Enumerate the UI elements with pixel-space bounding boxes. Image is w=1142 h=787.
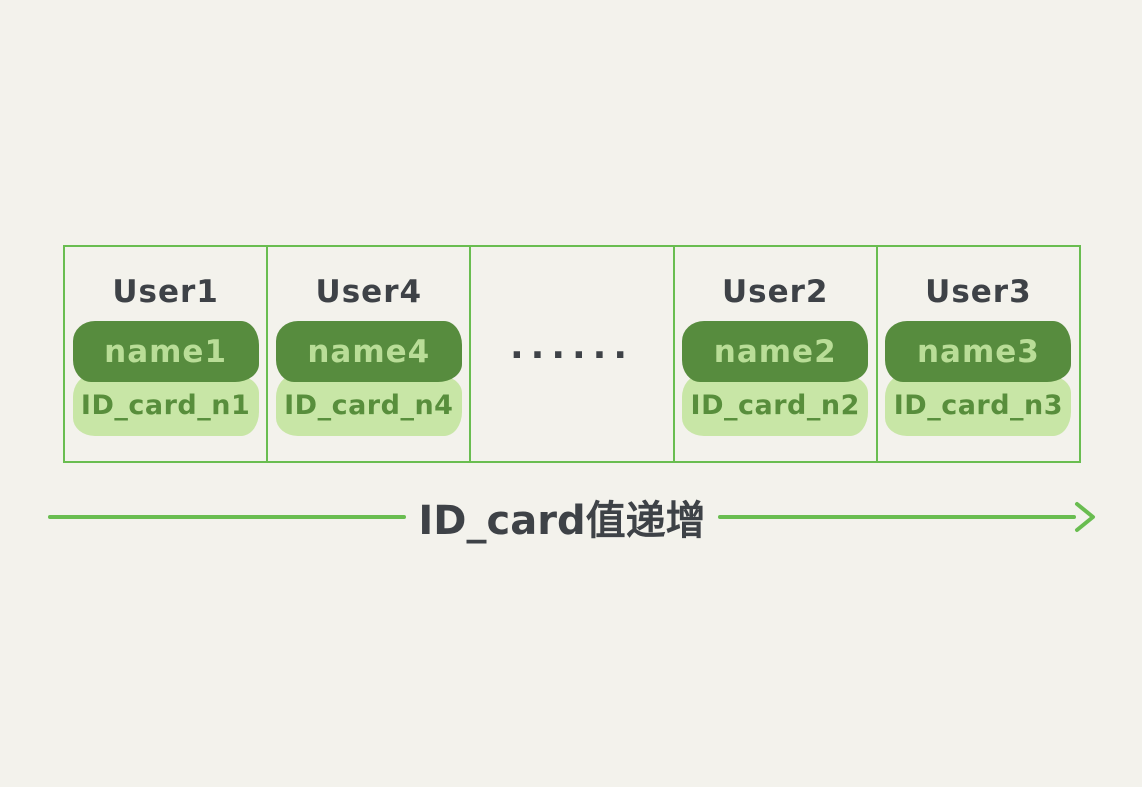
record-title: User3: [925, 274, 1032, 310]
id-card-increasing-arrow: ID_card值递增: [48, 490, 1096, 544]
id-card-pill: ID_card_n1: [72, 375, 259, 436]
record-title: User2: [721, 274, 829, 310]
arrow-line-left: [48, 515, 407, 519]
name-pill: name1: [72, 321, 259, 382]
name-pill: name4: [275, 321, 462, 382]
record-cell-user4: User4 name4 ID_card_n4: [268, 247, 472, 461]
ellipsis-dots: ······: [509, 335, 635, 376]
id-card-pill: ID_card_n4: [275, 375, 462, 436]
record-cell-user3: User3 name3 ID_card_n3: [878, 247, 1079, 461]
ellipsis-cell: ······: [471, 247, 675, 461]
arrow-line-right: [717, 515, 1076, 519]
arrow-label: ID_card值递增: [418, 498, 706, 544]
record-cell-user2: User2 name2 ID_card_n2: [675, 247, 878, 461]
arrow-head-icon: [1075, 502, 1095, 532]
record-title: User1: [112, 274, 219, 310]
name-pill: name3: [885, 321, 1072, 382]
record-cell-user1: User1 name1 ID_card_n1: [65, 247, 269, 461]
record-title: User4: [315, 274, 423, 310]
id-card-pill: ID_card_n2: [682, 375, 869, 436]
id-card-pill: ID_card_n3: [885, 375, 1072, 436]
record-row: User1 name1 ID_card_n1 User4 name4 ID_ca…: [63, 245, 1081, 463]
name-pill: name2: [682, 321, 869, 382]
